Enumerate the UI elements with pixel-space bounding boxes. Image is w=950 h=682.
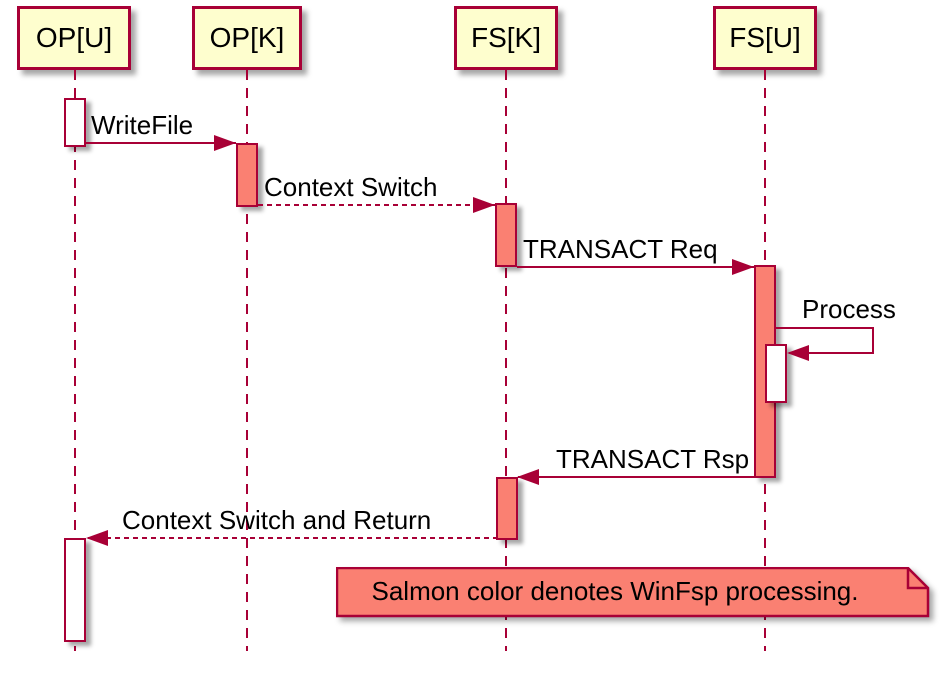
message-line-transact-rsp bbox=[518, 476, 754, 478]
participant-label-op-u: OP[U] bbox=[35, 22, 113, 53]
message-line-context-switch bbox=[258, 204, 495, 206]
message-label-writefile: WriteFile bbox=[91, 110, 194, 140]
self-message-vertical-line bbox=[872, 327, 874, 354]
participant-box-op-u: OP[U] bbox=[17, 6, 131, 70]
arrowhead-left-icon bbox=[86, 530, 108, 546]
message-label-process: Process bbox=[802, 294, 896, 324]
message-line-context-switch-return bbox=[88, 537, 496, 539]
participant-label-fs-u: FS[U] bbox=[729, 22, 801, 53]
self-message-bottom-line bbox=[789, 352, 874, 354]
lifeline-op-u bbox=[74, 70, 76, 651]
activation-op-u-1 bbox=[64, 98, 86, 147]
note-text: Salmon color denotes WinFsp processing. bbox=[371, 576, 859, 606]
message-label-context-switch: Context Switch bbox=[264, 172, 438, 202]
message-label-context-switch-return: Context Switch and Return bbox=[122, 505, 432, 535]
self-message-top-line bbox=[776, 327, 874, 329]
note-fold-icon bbox=[906, 568, 928, 590]
message-label-transact-req: TRANSACT Req bbox=[523, 234, 718, 264]
arrowhead-left-icon bbox=[517, 469, 539, 485]
lifeline-op-k bbox=[246, 70, 248, 651]
participant-label-op-k: OP[K] bbox=[209, 22, 285, 53]
arrowhead-right-icon bbox=[473, 197, 495, 213]
activation-fs-k-2 bbox=[496, 477, 518, 540]
activation-fs-u-nested bbox=[765, 344, 787, 403]
message-label-transact-rsp: TRANSACT Rsp bbox=[556, 444, 750, 474]
activation-op-u-2 bbox=[64, 538, 86, 642]
arrowhead-right-icon bbox=[214, 135, 236, 151]
note-shape bbox=[336, 567, 930, 618]
participant-box-op-k: OP[K] bbox=[192, 6, 302, 70]
message-line-transact-req bbox=[517, 266, 754, 268]
participant-box-fs-k: FS[K] bbox=[454, 6, 558, 70]
lifeline-fs-k bbox=[505, 70, 507, 651]
participant-label-fs-k: FS[K] bbox=[470, 22, 541, 53]
arrowhead-left-icon bbox=[787, 345, 809, 361]
arrowhead-right-icon bbox=[732, 259, 754, 275]
participant-box-fs-u: FS[U] bbox=[713, 6, 817, 70]
message-line-writefile bbox=[86, 142, 236, 144]
activation-op-k bbox=[236, 143, 258, 207]
activation-fs-k-1 bbox=[495, 203, 517, 267]
